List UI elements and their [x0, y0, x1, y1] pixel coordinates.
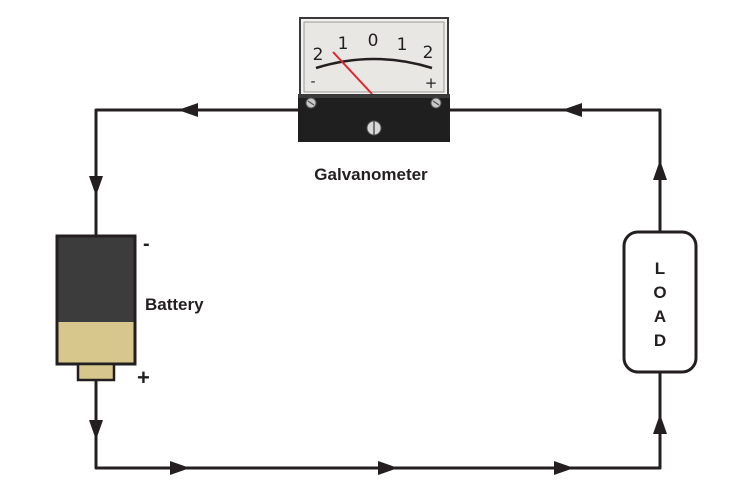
- load-box: [622, 230, 698, 374]
- arrow-left-down: [89, 176, 103, 196]
- load-letter-a: A: [654, 307, 666, 326]
- arrow-right-up-low: [653, 414, 667, 434]
- wire-top-left: [94, 108, 302, 238]
- load-letter-o: O: [653, 283, 666, 302]
- battery-positive-nub: [76, 362, 116, 382]
- scale-tick-1-left: 1: [338, 34, 349, 54]
- galvanometer-face-inner: [303, 21, 445, 93]
- galvanometer-label: Galvanometer: [314, 165, 428, 184]
- galvanometer-needle: [332, 51, 373, 95]
- arrow-bottom-1: [170, 461, 190, 475]
- arrow-top-left: [178, 103, 198, 117]
- load-letter-l: L: [655, 259, 665, 278]
- arrow-battery-down: [89, 420, 103, 440]
- flow-arrows: [89, 103, 667, 475]
- scale-tick-1-right: 1: [397, 35, 408, 55]
- terminal-left-slot: [307, 100, 315, 106]
- scale-tick-0: 0: [368, 31, 379, 51]
- battery-negative-terminal: -: [143, 233, 150, 255]
- arrow-bottom-3: [554, 461, 574, 475]
- scale-tick-2-right: 2: [423, 43, 434, 63]
- galvanometer-base-highlight: [298, 94, 450, 98]
- galvanometer-scale-arc: [315, 57, 433, 70]
- load-letter-d: D: [654, 331, 666, 350]
- battery-label: Battery: [145, 295, 204, 314]
- terminal-right-slot: [432, 100, 440, 106]
- load: L O A D: [622, 230, 698, 374]
- battery-body-bottom: [57, 322, 135, 364]
- battery-positive-terminal: +: [137, 365, 150, 390]
- wire-top-right: [446, 108, 662, 234]
- arrow-top-right: [562, 103, 582, 117]
- galvanometer-minus-sign: -: [310, 74, 315, 90]
- arrow-bottom-2: [378, 461, 398, 475]
- battery: - + Battery: [55, 233, 204, 390]
- scale-tick-2-left: 2: [313, 45, 324, 65]
- circuit-wires: [94, 108, 662, 470]
- battery-body-top: [57, 236, 135, 322]
- galvanometer: 2 1 0 1 2 - + Galvanometer: [298, 17, 450, 184]
- arrow-right-up-high: [653, 160, 667, 180]
- galvanometer-plus-sign: +: [425, 74, 438, 92]
- wire-bottom: [94, 370, 662, 470]
